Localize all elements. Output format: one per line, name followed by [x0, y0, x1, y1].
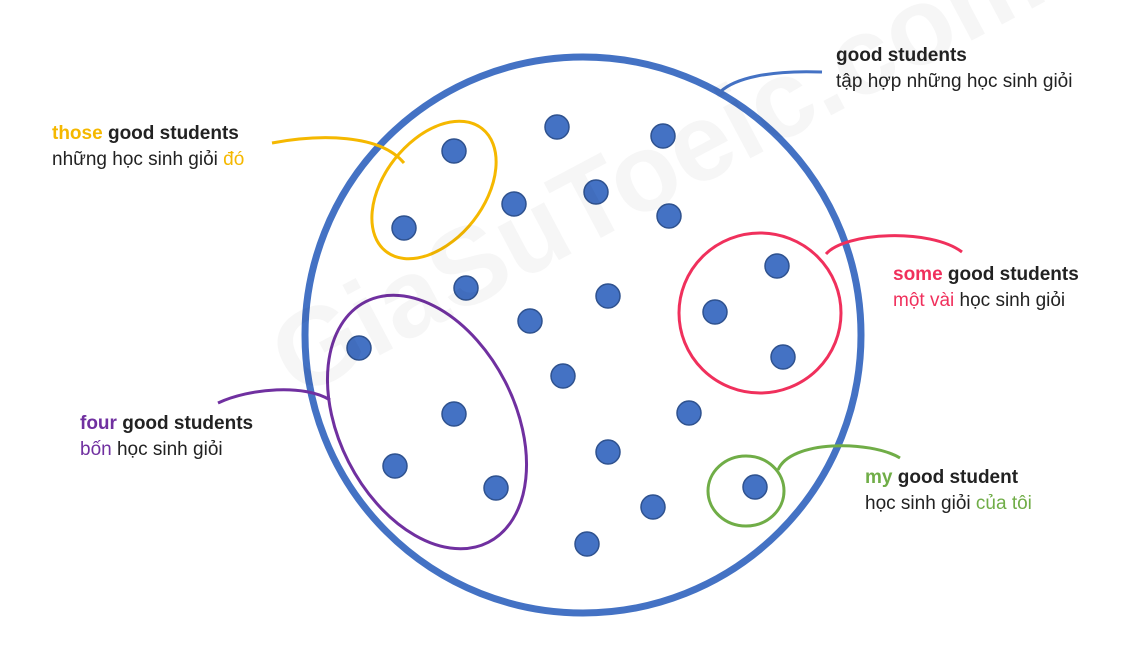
student-dot — [441, 138, 467, 164]
those-group-ellipse — [370, 119, 498, 261]
those-leader-line — [271, 136, 406, 164]
label-line-1: my good student — [865, 467, 1019, 488]
label-line-2: một vài học sinh giỏi — [893, 290, 1066, 311]
four-group-ellipse — [325, 293, 529, 551]
student-dot — [595, 439, 621, 465]
four-leader-line — [217, 388, 331, 405]
keyword-bon: bốn — [80, 439, 112, 460]
label-line-2: học sinh giỏi của tôi — [865, 493, 1032, 514]
label-line-2: tập hợp những học sinh giỏi — [836, 71, 1073, 92]
my-leader-line — [776, 444, 901, 471]
keyword-do: đó — [223, 149, 245, 170]
keyword-mot-vai: một vài — [893, 290, 955, 311]
keyword-those: those — [52, 123, 103, 144]
student-dot — [382, 453, 408, 479]
student-dot — [391, 215, 417, 241]
student-dot — [583, 179, 609, 205]
label-line-2: bốn học sinh giỏi — [80, 439, 223, 460]
student-dot — [640, 494, 666, 520]
student-dot — [770, 344, 796, 370]
student-dot — [650, 123, 676, 149]
some-group-ellipse — [677, 231, 843, 395]
student-dot — [453, 275, 479, 301]
label-line-1: good students — [836, 45, 967, 66]
student-dot — [501, 191, 527, 217]
student-dot — [441, 401, 467, 427]
keyword-some: some — [893, 264, 943, 285]
good-students-set-circle — [301, 53, 865, 617]
label-good-students: good students tập hợp những học sinh giỏ… — [836, 43, 1072, 95]
keyword-cua-toi: của tôi — [975, 493, 1032, 514]
student-dots — [346, 114, 796, 557]
label-line-1: four good students — [80, 413, 254, 434]
student-dot — [742, 474, 768, 500]
my-group-ellipse — [706, 454, 786, 528]
label-my-good-student: my good student học sinh giỏi của tôi — [865, 465, 1032, 517]
label-four-good-students: four good students bốn học sinh giỏi — [80, 411, 253, 463]
student-dot — [550, 363, 576, 389]
keyword-my: my — [865, 467, 893, 488]
student-dot — [544, 114, 570, 140]
student-dot — [346, 335, 372, 361]
label-line-2: những học sinh giỏi đó — [52, 149, 245, 170]
keyword-four: four — [80, 413, 117, 434]
label-line-1: some good students — [893, 264, 1079, 285]
student-dot — [517, 308, 543, 334]
label-those-good-students: those good students những học sinh giỏi … — [52, 121, 244, 173]
student-dot — [676, 400, 702, 426]
student-dot — [764, 253, 790, 279]
student-dot — [595, 283, 621, 309]
student-dot — [656, 203, 682, 229]
student-dot — [574, 531, 600, 557]
some-leader-line — [824, 234, 963, 256]
student-dot — [702, 299, 728, 325]
label-some-good-students: some good students một vài học sinh giỏi — [893, 262, 1079, 314]
label-line-1: those good students — [52, 123, 239, 144]
good-students-leader-line — [718, 70, 823, 94]
student-dot — [483, 475, 509, 501]
